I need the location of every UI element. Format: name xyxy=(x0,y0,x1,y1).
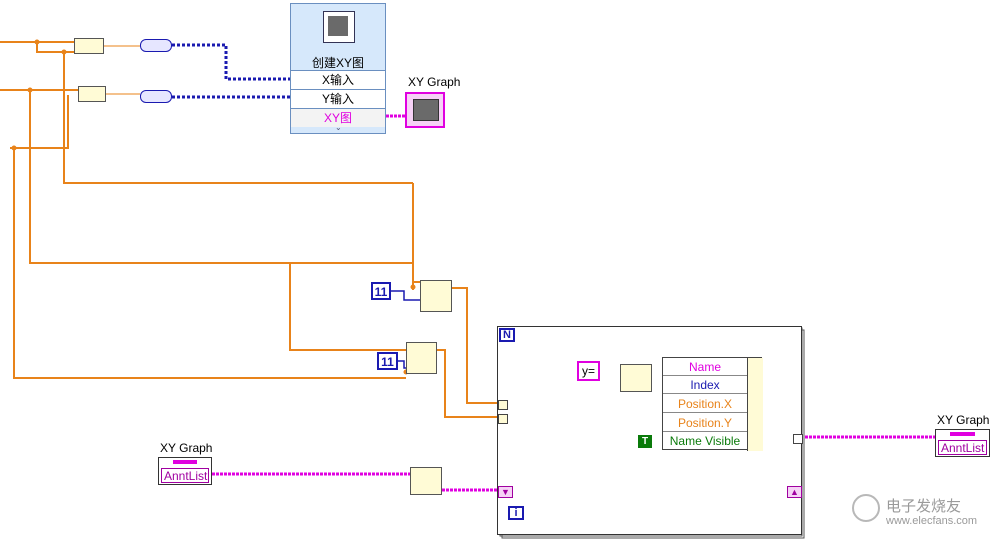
format-into-string-node[interactable] xyxy=(620,364,652,392)
index-array-node-a[interactable] xyxy=(420,280,452,312)
property-read-label: XY Graph xyxy=(160,441,213,455)
tunnel-posy xyxy=(498,414,508,424)
property-anntlist-read[interactable]: AnntList xyxy=(161,468,209,483)
bundle-element-position-x[interactable]: Position.X xyxy=(663,395,747,413)
shift-register-left[interactable]: ▼ xyxy=(498,486,513,498)
bundle-element-position-y[interactable]: Position.Y xyxy=(663,414,747,432)
input-y[interactable]: Y输入 xyxy=(291,89,385,108)
bundle-cluster-input xyxy=(747,358,763,451)
wire-mid xyxy=(289,263,313,351)
property-anntlist-write[interactable]: AnntList xyxy=(938,440,987,455)
wire-x-down xyxy=(63,52,413,184)
property-write-label: XY Graph xyxy=(937,413,990,427)
watermark-logo-icon xyxy=(852,494,880,522)
wire-index-out-a xyxy=(452,287,498,404)
property-node-read[interactable]: AnntList xyxy=(158,457,212,485)
input-x[interactable]: X输入 xyxy=(291,70,385,89)
output-xy-graph[interactable]: XY图 xyxy=(291,108,385,127)
convert-to-dynamic-icon-y[interactable] xyxy=(140,90,172,103)
wire-y-to-index2 xyxy=(13,95,406,379)
bundle-element-name-visible[interactable]: Name Visible xyxy=(669,434,741,448)
bundle-element-name[interactable]: Name xyxy=(663,358,747,376)
index-array-node-b[interactable] xyxy=(406,342,437,374)
watermark-url: www.elecfans.com xyxy=(886,515,978,527)
build-xy-graph-express-vi[interactable]: 创建XY图 X输入 Y输入 XY图 ⌄ xyxy=(290,3,386,134)
format-string-constant[interactable]: y= xyxy=(577,361,600,381)
expand-chevron-icon[interactable]: ⌄ xyxy=(335,123,342,132)
shift-register-right[interactable]: ▲ xyxy=(787,486,802,498)
wire-x-branch xyxy=(36,42,74,53)
tunnel-posx xyxy=(498,400,508,410)
bool-true-constant[interactable]: T xyxy=(638,435,652,448)
index-constant-b[interactable]: 11 xyxy=(377,352,398,370)
build-array-node-annt[interactable] xyxy=(410,467,442,495)
bundle-element-index[interactable]: Index xyxy=(663,376,747,394)
express-vi-title: 创建XY图 xyxy=(311,56,364,70)
convert-to-dynamic-icon-x[interactable] xyxy=(140,39,172,52)
xy-graph-terminal-label: XY Graph xyxy=(408,75,461,89)
bundle-by-name-node[interactable]: Name Index Position.X Position.Y Name Vi… xyxy=(662,357,763,451)
graph-icon xyxy=(413,99,439,121)
wire-x-index xyxy=(412,183,420,283)
loop-count-terminal[interactable]: N xyxy=(499,328,515,342)
build-array-node-y[interactable] xyxy=(78,86,106,102)
tunnel-out xyxy=(793,434,803,444)
build-array-node-x[interactable] xyxy=(74,38,104,54)
watermark-cn: 电子发烧友 xyxy=(886,498,962,515)
wire-index-out-b xyxy=(437,349,498,418)
wire-dyn-x xyxy=(172,43,290,81)
loop-iteration-terminal: i xyxy=(508,506,524,520)
xy-graph-icon xyxy=(323,11,355,43)
property-node-write[interactable]: AnntList xyxy=(935,429,990,457)
index-constant-a[interactable]: 11 xyxy=(371,282,391,300)
xy-graph-terminal[interactable] xyxy=(405,92,445,128)
